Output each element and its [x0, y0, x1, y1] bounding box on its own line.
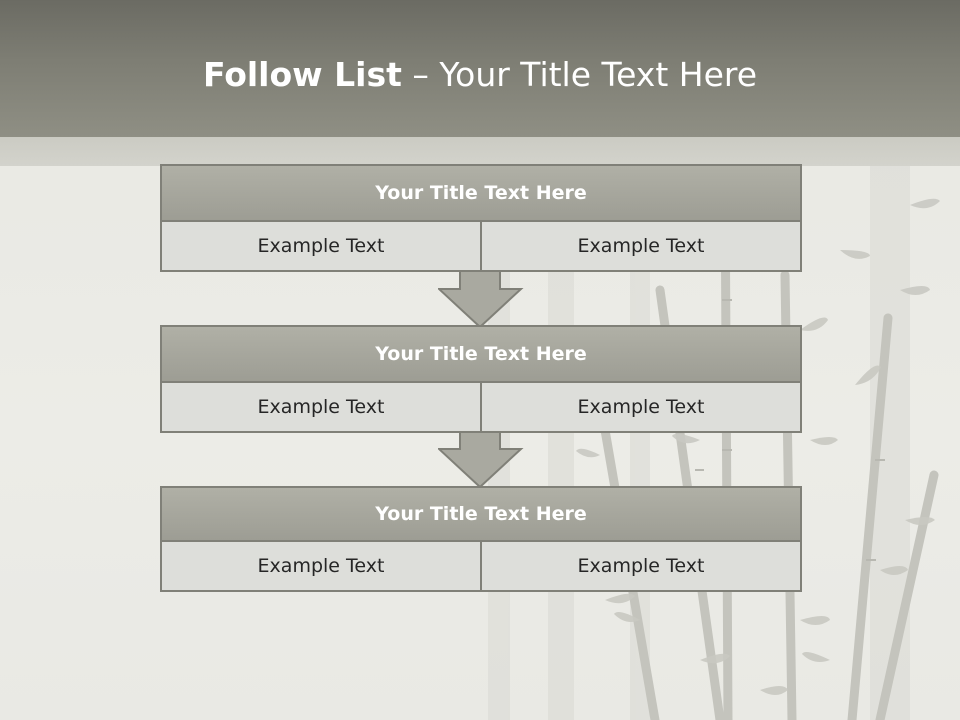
- step-title: Your Title Text Here: [160, 325, 802, 383]
- down-arrow-icon: [438, 270, 524, 329]
- header-strip: [0, 137, 960, 166]
- step-row: Example Text Example Text: [160, 542, 802, 592]
- step-title: Your Title Text Here: [160, 486, 802, 542]
- step-block: Your Title Text Here Example Text Exampl…: [160, 164, 802, 272]
- slide-title-bold: Follow List: [202, 55, 402, 94]
- down-arrow-icon: [438, 430, 524, 489]
- step-row: Example Text Example Text: [160, 383, 802, 433]
- step-cell-right: Example Text: [480, 383, 800, 431]
- step-cell-left: Example Text: [257, 235, 385, 257]
- header-band: [0, 0, 960, 137]
- step-cell-right: Example Text: [480, 542, 800, 590]
- step-title: Your Title Text Here: [160, 164, 802, 222]
- step-row: Example Text Example Text: [160, 222, 802, 272]
- step-block: Your Title Text Here Example Text Exampl…: [160, 486, 802, 592]
- step-cell-right: Example Text: [480, 222, 800, 270]
- step-cell-left: Example Text: [257, 396, 385, 418]
- step-cell-left: Example Text: [257, 555, 385, 577]
- slide-title-rest: – Your Title Text Here: [401, 55, 758, 94]
- step-block: Your Title Text Here Example Text Exampl…: [160, 325, 802, 433]
- slide-title: Follow List – Your Title Text Here: [0, 52, 960, 98]
